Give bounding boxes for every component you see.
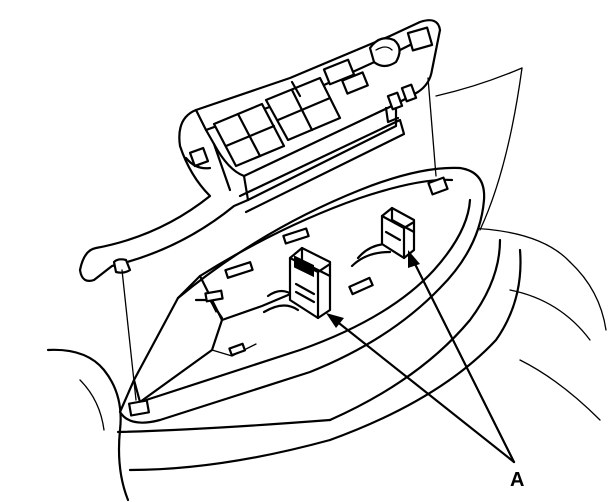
callout-label-a: A xyxy=(510,469,524,491)
callout-a: A xyxy=(326,250,524,491)
arrow-head-right xyxy=(408,250,420,268)
mounting-pin xyxy=(112,258,132,274)
switch-panel xyxy=(78,19,442,282)
connector-left xyxy=(288,246,332,320)
door-trim-background xyxy=(46,67,607,502)
lock-switch xyxy=(322,58,356,86)
arrow-head-left xyxy=(326,313,344,328)
mirror-switch-knob xyxy=(368,37,401,68)
alignment-lines xyxy=(121,77,437,401)
mirror-select-switch xyxy=(406,26,434,52)
clip-front xyxy=(427,176,449,196)
clip-rear xyxy=(127,399,151,417)
connector-right xyxy=(380,206,416,260)
